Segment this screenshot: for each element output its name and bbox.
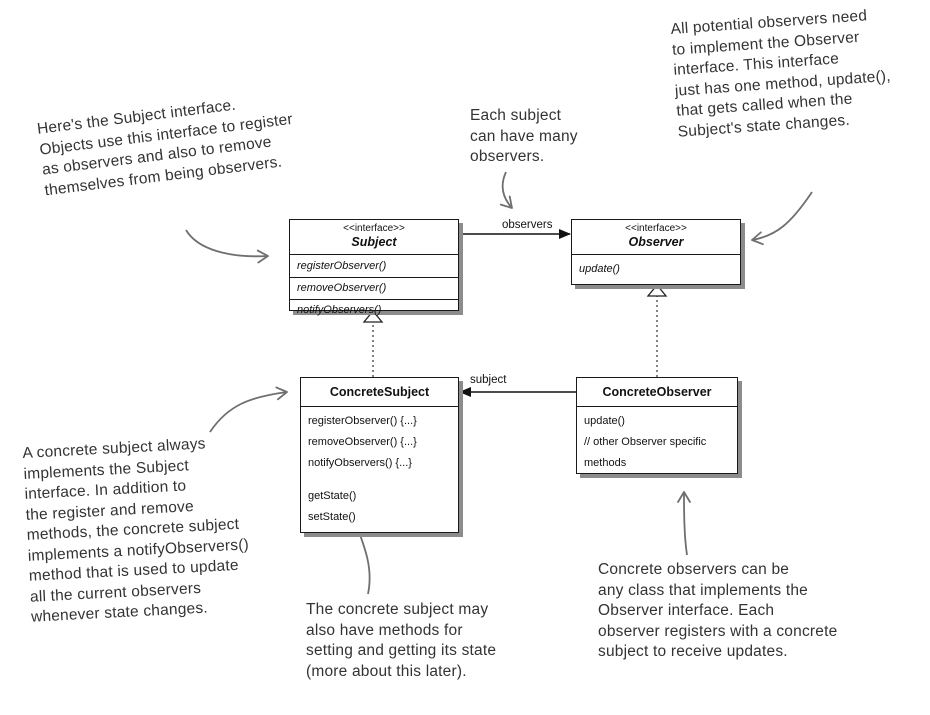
many-observers-note-arrow bbox=[499, 171, 513, 209]
concrete-observer-header: ConcreteObserver bbox=[577, 378, 737, 407]
subject-association-label: subject bbox=[470, 374, 507, 386]
subject-realization-triangle bbox=[362, 309, 384, 323]
subject-stereotype: <<interface>> bbox=[343, 223, 405, 234]
note-line: observers. bbox=[470, 148, 545, 165]
subject-interface-note-arrow bbox=[185, 229, 269, 264]
concrete-subject-note: A concrete subject always implements the… bbox=[22, 432, 253, 628]
subject-method-remove: removeObserver() bbox=[290, 277, 458, 299]
observer-interface-box: <<interface>> Observer update() bbox=[571, 219, 741, 285]
concrete-subject-methods: registerObserver() {...} removeObserver(… bbox=[301, 407, 458, 534]
concrete-subject-method-register: registerObserver() {...} bbox=[308, 415, 417, 427]
subject-interface-header: <<interface>> Subject bbox=[290, 220, 458, 255]
note-line: Observer interface. Each bbox=[598, 602, 775, 619]
concrete-subject-method-remove: removeObserver() {...} bbox=[308, 436, 417, 448]
observers-association-label: observers bbox=[502, 219, 553, 231]
state-methods-note-arrow bbox=[353, 523, 371, 595]
observer-stereotype: <<interface>> bbox=[625, 223, 687, 234]
concrete-observer-name: ConcreteObserver bbox=[602, 385, 712, 399]
concrete-subject-header: ConcreteSubject bbox=[301, 378, 458, 407]
observer-method-update: update() bbox=[579, 263, 620, 275]
concrete-observer-note-arrow bbox=[677, 491, 691, 556]
concrete-observer-note: Concrete observers can be any class that… bbox=[598, 560, 837, 663]
subject-method-register: registerObserver() bbox=[297, 260, 387, 272]
note-line: setting and getting its state bbox=[306, 642, 497, 659]
note-line: (more about this later). bbox=[306, 662, 467, 680]
observer-realization-triangle bbox=[646, 283, 668, 297]
observer-interface-header: <<interface>> Observer bbox=[572, 220, 740, 255]
concrete-subject-method-setstate: setState() bbox=[308, 511, 356, 523]
method-spacer bbox=[308, 474, 451, 486]
concrete-subject-method-notify: notifyObservers() {...} bbox=[308, 457, 412, 469]
concrete-subject-method-getstate: getState() bbox=[308, 490, 357, 502]
concrete-observer-methods: update() // other Observer specific meth… bbox=[577, 407, 737, 480]
note-line: any class that implements the bbox=[598, 581, 808, 599]
many-observers-note: Each subject can have many observers. bbox=[470, 106, 578, 168]
observer-interface-name: Observer bbox=[628, 235, 684, 249]
note-line: Concrete observers can be bbox=[598, 561, 790, 578]
subject-interface-methods: registerObserver() removeObserver() noti… bbox=[290, 255, 458, 327]
concrete-observer-box: ConcreteObserver update() // other Obser… bbox=[576, 377, 738, 474]
observer-interface-methods: update() bbox=[572, 255, 740, 286]
note-line: can have many bbox=[470, 127, 578, 145]
note-line: subject to receive updates. bbox=[598, 643, 788, 660]
subject-interface-name: Subject bbox=[351, 235, 397, 249]
subject-method-notify: notifyObservers() bbox=[290, 299, 458, 321]
note-line: observer registers with a concrete bbox=[598, 622, 838, 640]
state-methods-note: The concrete subject may also have metho… bbox=[306, 600, 496, 682]
concrete-observer-comment-line-2: methods bbox=[584, 457, 627, 469]
concrete-observer-comment-line-1: // other Observer specific bbox=[584, 436, 707, 448]
observer-interface-note-arrow bbox=[751, 191, 813, 246]
concrete-observer-method-update: update() bbox=[584, 415, 625, 427]
concrete-subject-note-arrow bbox=[209, 386, 288, 433]
note-line: also have methods for bbox=[306, 621, 463, 639]
subject-interface-box: <<interface>> Subject registerObserver()… bbox=[289, 219, 459, 316]
note-line: The concrete subject may bbox=[306, 601, 489, 618]
note-line: Each subject bbox=[470, 107, 562, 124]
concrete-subject-box: ConcreteSubject registerObserver() {...}… bbox=[300, 377, 459, 533]
concrete-subject-name: ConcreteSubject bbox=[329, 385, 430, 399]
observer-interface-note: All potential observers need to implemen… bbox=[670, 5, 894, 143]
